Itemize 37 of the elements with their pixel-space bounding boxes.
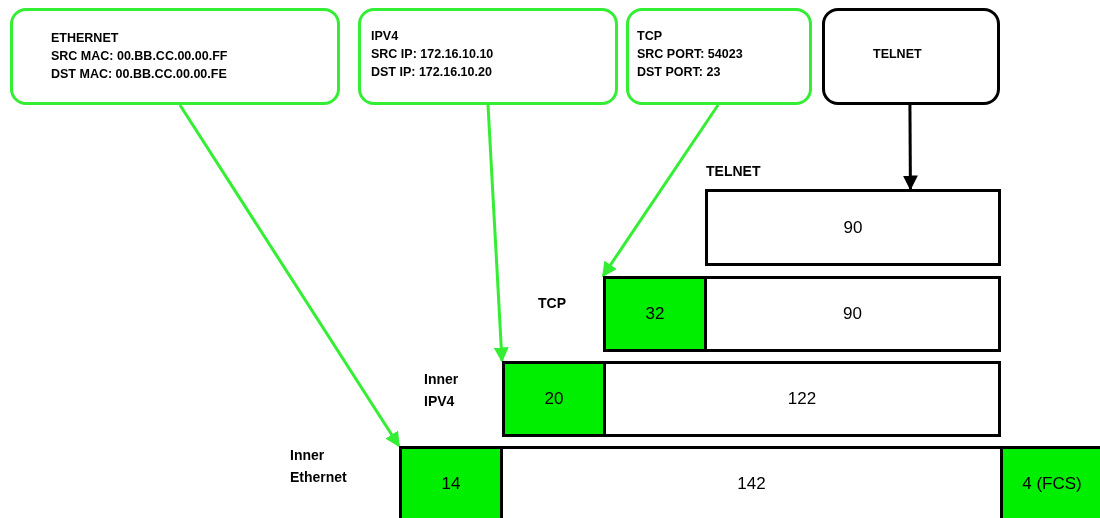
arrow <box>902 105 918 191</box>
header-text: DST MAC: 00.BB.CC.00.00.FE <box>51 67 228 81</box>
layer-label: TCP <box>538 294 567 313</box>
byte-count: 4 (FCS) <box>1022 474 1082 494</box>
byte-count: 32 <box>645 304 665 324</box>
header-field <box>399 446 503 518</box>
byte-count: 122 <box>787 389 817 409</box>
byte-count: 90 <box>843 217 863 238</box>
callout-box <box>358 8 618 105</box>
callout-box <box>10 8 340 105</box>
byte-count: 20 <box>544 389 564 409</box>
header-field <box>502 361 606 437</box>
header-text: SRC IP: 172.16.10.10 <box>371 47 495 61</box>
header-text: TELNET <box>873 47 923 61</box>
header-text: IPV4 <box>371 29 400 43</box>
header-field <box>704 276 1001 352</box>
header-text: SRC PORT: 54023 <box>637 47 744 61</box>
callout-box <box>626 8 812 105</box>
header-field <box>603 276 707 352</box>
byte-count: 142 <box>737 474 766 494</box>
byte-count: 90 <box>843 304 862 324</box>
header-text: DST IP: 172.16.10.20 <box>371 65 493 79</box>
arrow <box>178 104 401 448</box>
header-field <box>1000 446 1100 518</box>
callout-box <box>822 8 1000 105</box>
header-text: ETHERNET <box>51 31 120 45</box>
layer-label: TELNET <box>706 162 762 181</box>
byte-count: 14 <box>441 474 461 494</box>
layer-label: Inner IPV4 <box>424 370 460 411</box>
header-text: SRC MAC: 00.BB.CC.00.00.FF <box>51 49 229 63</box>
arrow <box>601 104 720 278</box>
header-field <box>603 361 1001 437</box>
arrow <box>486 104 509 363</box>
header-text: TCP <box>637 29 663 43</box>
header-text: DST PORT: 23 <box>637 65 722 79</box>
layer-label: Inner Ethernet <box>290 446 348 487</box>
header-field <box>705 189 1001 266</box>
